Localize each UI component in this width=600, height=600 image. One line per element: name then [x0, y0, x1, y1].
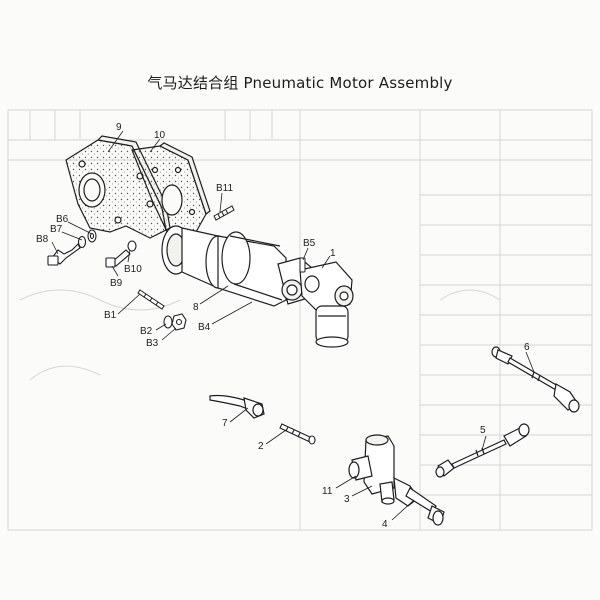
callout-b2: B2 — [140, 326, 153, 337]
callout-b6: B6 — [56, 214, 69, 225]
callout-4: 4 — [382, 519, 388, 530]
callout-5: 5 — [480, 425, 486, 436]
callout-1: 1 — [330, 248, 336, 259]
callout-b5: B5 — [303, 238, 316, 249]
valve-filter-cup — [299, 261, 354, 348]
gasket — [131, 142, 211, 239]
callout-7: 7 — [222, 418, 228, 429]
rod-b1 — [137, 289, 165, 310]
callout-b8: B8 — [36, 234, 49, 245]
callout-2: 2 — [258, 441, 264, 452]
callout-9: 9 — [116, 122, 122, 133]
callout-b9: B9 — [110, 278, 123, 289]
callout-11: 11 — [322, 486, 333, 497]
nut-washer-b2-b3 — [163, 313, 187, 331]
callout-8: 8 — [193, 302, 199, 313]
callout-b11: B11 — [216, 183, 233, 194]
callout-10: 10 — [154, 130, 166, 141]
hose-5 — [435, 423, 530, 478]
callout-6: 6 — [524, 342, 530, 353]
leader-lines — [51, 130, 535, 521]
fitting — [393, 476, 445, 526]
bolt-b9-b10 — [105, 240, 137, 268]
diagram-title: 气马达结合组 Pneumatic Motor Assembly — [147, 74, 453, 92]
callout-b4: B4 — [198, 322, 211, 333]
callout-b7: B7 — [50, 224, 63, 235]
valve-body — [348, 434, 395, 505]
pin-b5 — [299, 257, 306, 273]
bolt-washers-b6-b8 — [47, 229, 97, 266]
threaded-stem — [279, 423, 316, 445]
callout-3: 3 — [344, 494, 350, 505]
callout-b3: B3 — [146, 338, 159, 349]
callout-b10: B10 — [124, 264, 142, 275]
hose-6 — [491, 346, 580, 413]
callout-b1: B1 — [104, 310, 117, 321]
pneumatic-motor-body — [161, 225, 313, 307]
background-parts-table — [7, 109, 593, 531]
lever-handle — [209, 394, 265, 419]
pin-b11 — [213, 205, 235, 221]
callout-labels: 9 10 B11 B6 B7 B8 B10 B9 B5 1 8 B1 B2 B3… — [36, 122, 530, 530]
